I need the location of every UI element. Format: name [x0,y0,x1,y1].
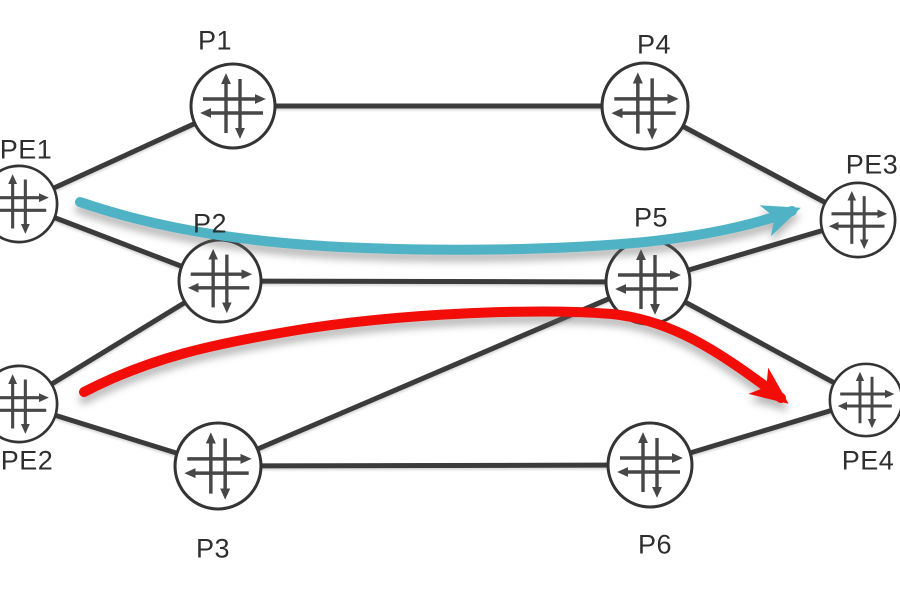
router-circle [189,62,277,150]
router-circle [173,421,263,511]
router-node-PE2 [0,364,59,444]
router-circle [819,181,897,259]
router-circle [606,421,694,509]
router-node-P6 [606,421,694,509]
router-node-PE1 [0,164,59,244]
link-P2-P5 [219,278,649,285]
router-circle [828,362,900,438]
router-circle [177,238,263,324]
router-node-P2 [177,238,263,324]
physical-links-layer [17,103,868,469]
router-circle [0,364,59,444]
router-nodes-layer [0,61,900,511]
lsp-arrow-red-PE2-to-PE4 [79,306,789,404]
lsp-arrow-teal-PE1-to-PE3 [75,197,801,255]
lsp-arrows-layer [75,197,801,404]
router-node-P1 [189,62,277,150]
router-circle [0,164,59,244]
link-P3-P6 [217,462,651,469]
router-node-P3 [173,421,263,511]
router-node-PE4 [828,362,900,438]
router-node-P4 [600,61,690,151]
router-circle [600,61,690,151]
router-node-PE3 [819,181,897,259]
